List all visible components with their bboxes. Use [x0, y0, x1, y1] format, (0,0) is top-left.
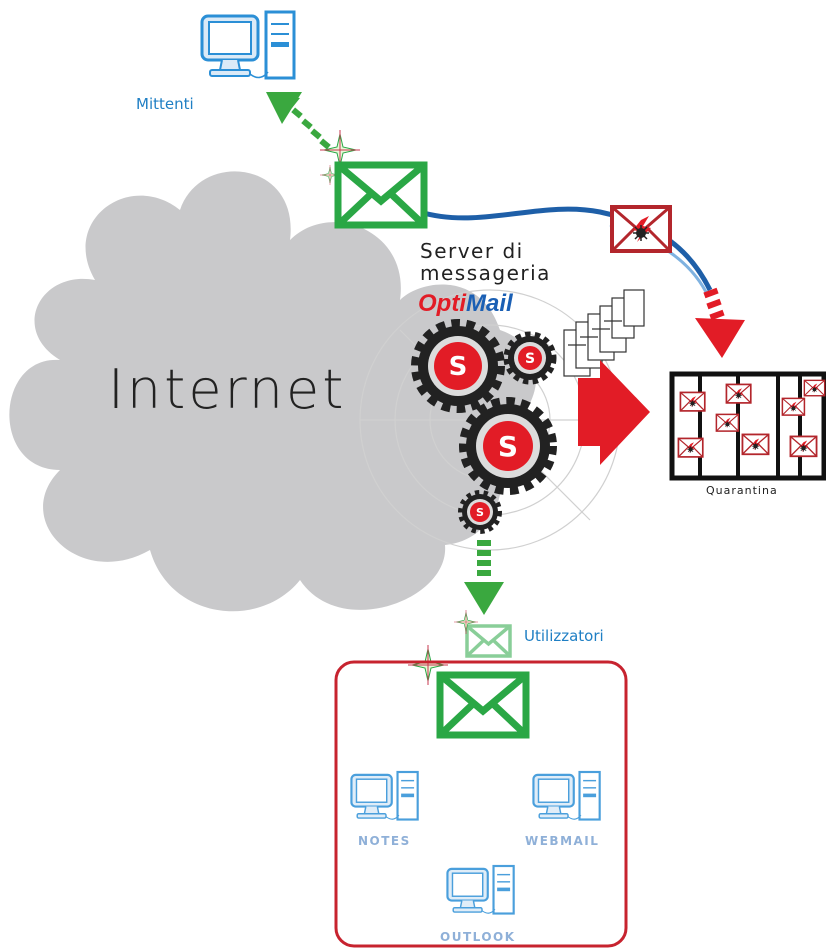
spam-envelope-icon — [781, 397, 806, 416]
server-label: Server di messageria — [420, 240, 551, 284]
spam-envelope-icon — [679, 391, 706, 412]
spam-envelope-icon — [610, 205, 672, 253]
optimail-logo: OptiMail — [418, 290, 513, 318]
sender-computer-icon — [200, 10, 296, 80]
spam-envelope-icon — [803, 379, 826, 397]
logo-part-opti: Opti — [418, 290, 466, 317]
outlook-computer-icon — [446, 864, 515, 915]
spam-envelope-icon — [725, 383, 752, 404]
mail-route-line — [419, 206, 713, 292]
envelope-small-icon — [465, 624, 512, 658]
quarantine-label: Quarantina — [706, 484, 778, 497]
logo-part-mail: Mail — [466, 290, 513, 317]
client-label-webmail: WEBMAIL — [525, 834, 600, 848]
spam-envelope-icon — [789, 435, 818, 458]
document-stack-icon — [563, 289, 645, 377]
notes-computer-icon — [350, 770, 419, 821]
server-label-line1: Server di — [420, 239, 524, 263]
svg-text:S: S — [498, 430, 518, 463]
users-frame — [334, 660, 628, 948]
svg-text:S: S — [449, 352, 468, 382]
arrow-to-quarantine-icon — [695, 287, 745, 358]
envelope-icon — [440, 675, 526, 735]
client-label-outlook: OUTLOOK — [440, 930, 516, 944]
spam-envelope-icon — [715, 413, 740, 432]
internet-label: Internet — [108, 358, 347, 421]
server-label-line2: messageria — [420, 261, 551, 285]
gear-icon: S — [411, 319, 505, 413]
webmail-computer-icon — [532, 770, 601, 821]
client-label-notes: NOTES — [358, 834, 411, 848]
senders-label: Mittenti — [136, 95, 194, 113]
gear-icon: S — [459, 397, 557, 495]
internet-cloud — [9, 171, 537, 612]
svg-text:S: S — [476, 506, 484, 519]
arrow-to-senders-icon — [266, 92, 331, 150]
envelope-icon — [338, 165, 424, 225]
spam-envelope-icon — [677, 437, 704, 458]
spam-envelope-icon — [741, 433, 770, 456]
gear-icon: S — [503, 331, 557, 385]
gear-icon: S — [458, 490, 502, 534]
svg-text:S: S — [525, 351, 535, 367]
quarantine-box — [669, 371, 826, 481]
arrow-to-users-icon — [464, 540, 504, 615]
users-label: Utilizzatori — [524, 627, 604, 645]
arrow-quarantine-big-icon — [578, 360, 650, 465]
